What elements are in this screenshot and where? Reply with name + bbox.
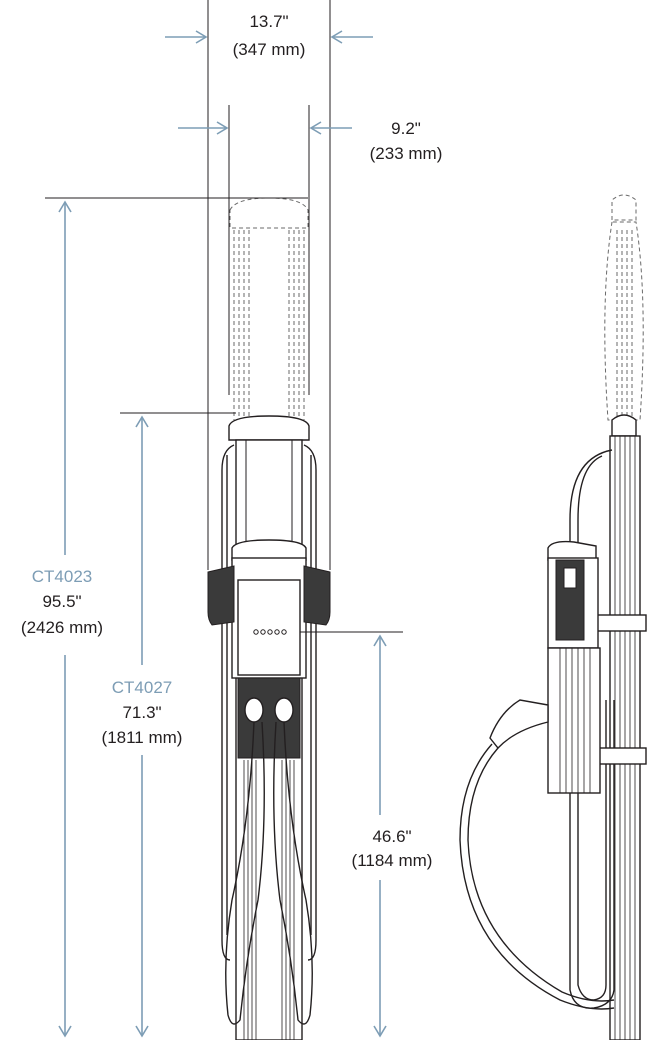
station-housing [207, 539, 331, 759]
charging-cables [225, 721, 313, 1025]
ct4023-mm: (2426 mm) [21, 618, 103, 637]
ct4023-height-arrow [58, 200, 72, 1038]
holster-mm: (1184 mm) [352, 851, 433, 870]
connector-plugs [244, 697, 294, 723]
side-unit-housing [547, 540, 601, 794]
width-inner-arrows [178, 121, 352, 135]
front-view [207, 0, 331, 1040]
ct4027-height-arrow [135, 415, 149, 1038]
ct4027-in: 71.3" [122, 703, 161, 722]
side-connector-cable [459, 699, 615, 1010]
extended-column-outline [229, 197, 309, 420]
width-inner-in: 9.2" [391, 119, 421, 138]
holster-in: 46.6" [372, 827, 411, 846]
side-pole [609, 435, 641, 1040]
column-base-stripes [243, 760, 295, 1040]
side-view [459, 194, 647, 1040]
width-outer-arrows [165, 30, 373, 44]
ct4027-model-label: CT4027 [112, 678, 172, 697]
width-inner-mm: (233 mm) [370, 144, 443, 163]
holster-height-arrow [373, 634, 387, 1038]
width-outer-mm: (347 mm) [233, 40, 306, 59]
width-outer-in: 13.7" [249, 12, 288, 31]
dimension-lines [45, 30, 403, 1038]
ct4023-model-label: CT4023 [32, 567, 92, 586]
ct4027-mm: (1811 mm) [102, 728, 183, 747]
column-cap [228, 415, 310, 441]
dimension-labels: 13.7" (347 mm) 9.2" (233 mm) CT4023 95.5… [21, 12, 442, 870]
side-extended-column-outline [604, 194, 644, 421]
status-led-row [253, 629, 287, 635]
ct4023-in: 95.5" [42, 592, 81, 611]
